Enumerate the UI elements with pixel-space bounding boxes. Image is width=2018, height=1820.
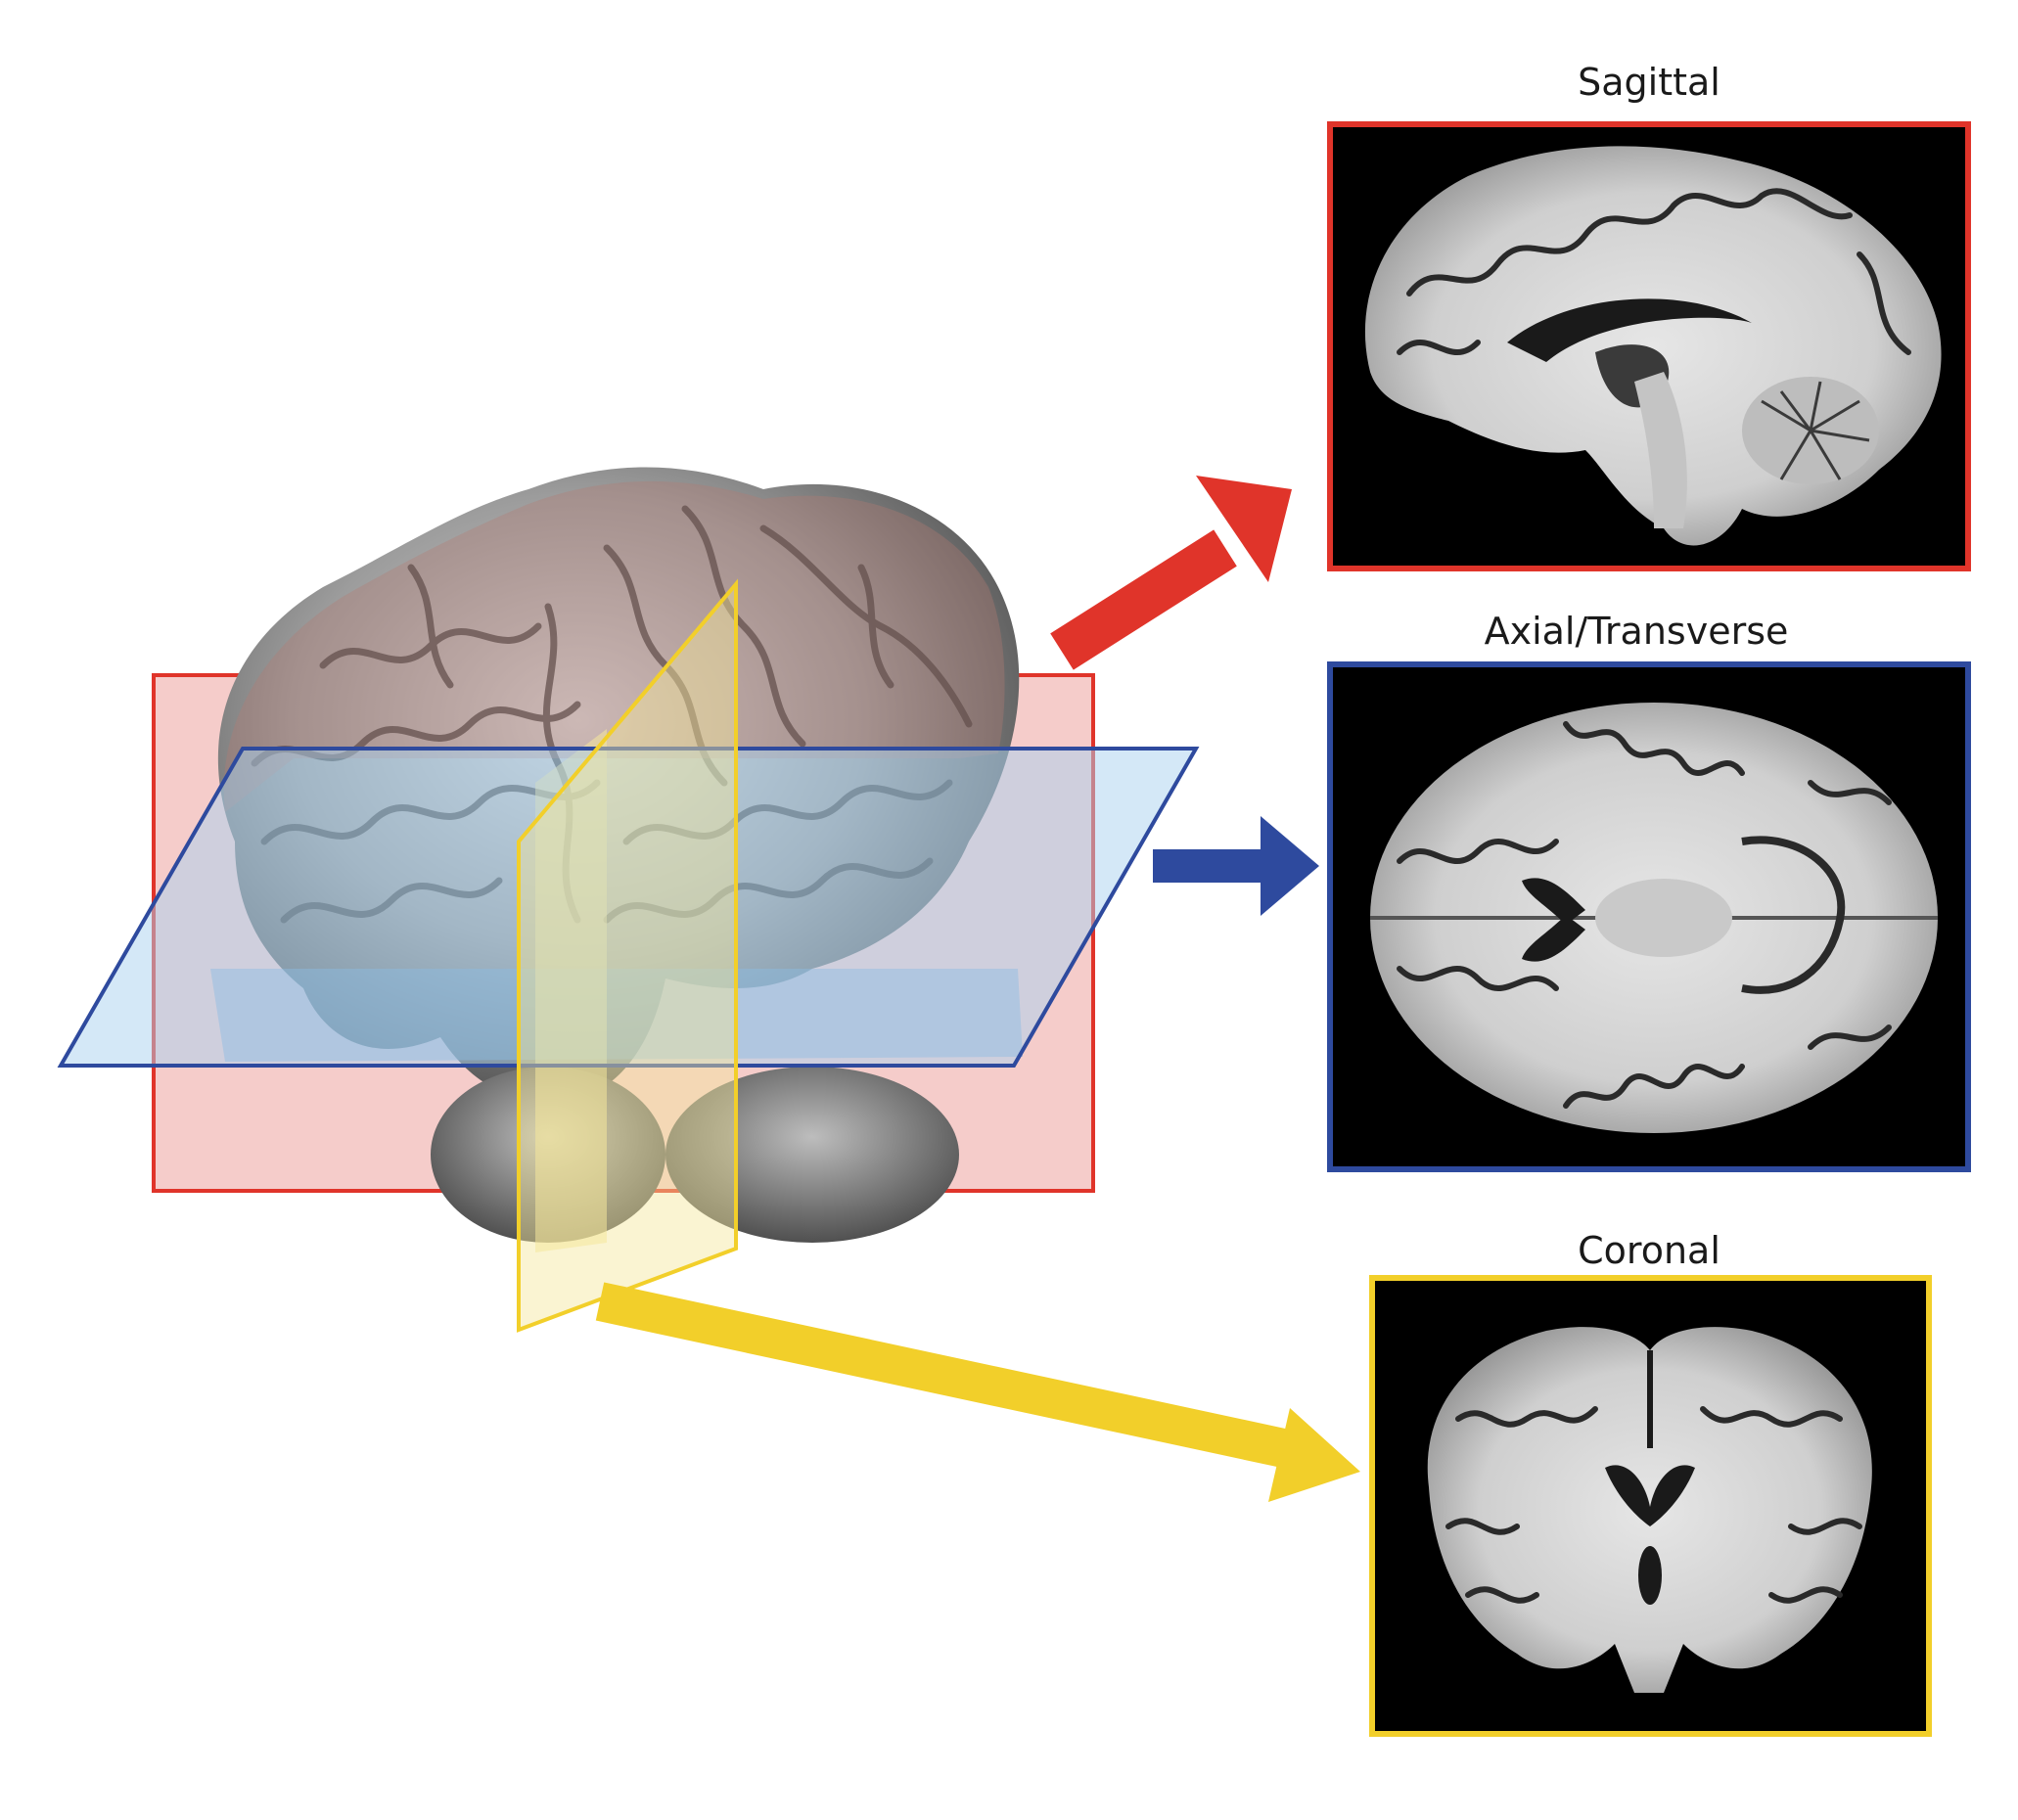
coronal-panel [1369, 1275, 1932, 1737]
sagittal-mri-slice [1364, 146, 1942, 546]
sagittal-label: Sagittal [1578, 61, 1720, 104]
coronal-arrow [595, 1282, 1360, 1502]
axial-plane [57, 747, 1200, 1068]
axial-panel [1327, 661, 1971, 1172]
axial-arrow [1153, 816, 1319, 916]
axial-label: Axial/Transverse [1485, 610, 1789, 653]
axial-mri-slice [1370, 703, 1938, 1133]
sagittal-arrow [1050, 476, 1292, 670]
cerebellum-shape [665, 1067, 959, 1243]
coronal-label: Coronal [1578, 1229, 1720, 1272]
superior-region-tint [223, 480, 1005, 812]
arrows [595, 476, 1360, 1502]
coronal-mri-slice [1427, 1327, 1872, 1693]
sagittal-panel [1327, 121, 1971, 571]
coronal-plane [517, 578, 738, 1333]
brain-3d-group [57, 467, 1200, 1333]
